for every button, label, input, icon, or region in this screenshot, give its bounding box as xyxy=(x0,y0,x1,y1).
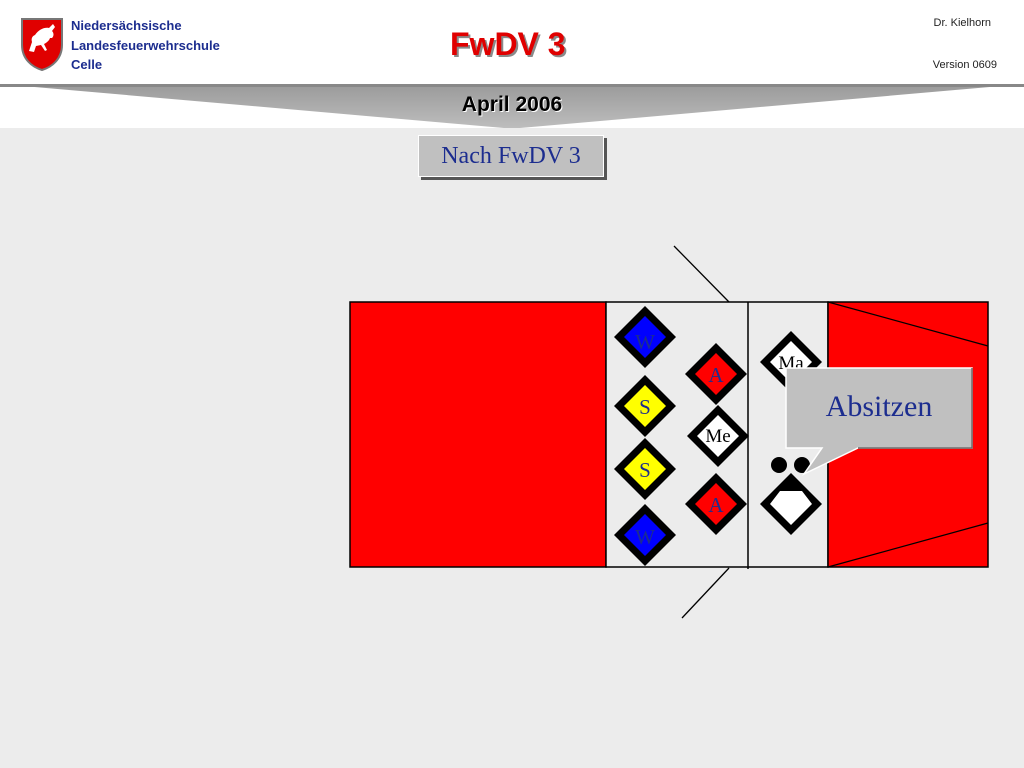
door-line-bottom xyxy=(681,567,730,619)
org-name-line-1: Niedersächsische xyxy=(71,18,182,33)
crew-label: S xyxy=(639,458,651,482)
crew-label: S xyxy=(639,395,651,419)
date-label: April 2006 xyxy=(461,93,563,116)
org-name-line-3: Celle xyxy=(71,57,103,72)
crew-hose-troop-1: S xyxy=(614,375,676,437)
crew-label: A xyxy=(708,493,724,517)
author-label: Dr. Kielhorn xyxy=(933,17,991,29)
version-label: Version 0609 xyxy=(932,59,997,71)
crew-label: A xyxy=(708,363,724,387)
callout-text: Absitzen xyxy=(825,390,933,423)
windshield-line-bottom xyxy=(827,522,989,568)
crew-water-troop-leader-top: W xyxy=(614,306,676,368)
windshield-line-top xyxy=(827,301,989,347)
org-name-line-2: Landesfeuerwehrschule xyxy=(71,38,220,53)
crew-label: W xyxy=(635,330,655,354)
source-label-box: Nach FwDV 3 xyxy=(418,135,604,177)
crew-label: Me xyxy=(705,426,730,447)
slide-title: FwDV 3 xyxy=(450,26,566,62)
door-line-top xyxy=(673,245,730,303)
date-banner xyxy=(0,84,1024,128)
source-label: Nach FwDV 3 xyxy=(441,142,581,169)
crew-attack-troop-bottom: A xyxy=(685,473,747,535)
crew-messenger: Me xyxy=(687,405,749,467)
crew-water-troop-bottom: W xyxy=(614,504,676,566)
vehicle-rear-section xyxy=(349,301,607,568)
crew-hose-troop-2: S xyxy=(614,438,676,500)
lower-saxony-crest-icon xyxy=(21,18,63,71)
crew-unit-leader-symbol xyxy=(760,457,822,535)
crew-attack-troop-top: A xyxy=(685,343,747,405)
crew-label: W xyxy=(635,525,655,549)
